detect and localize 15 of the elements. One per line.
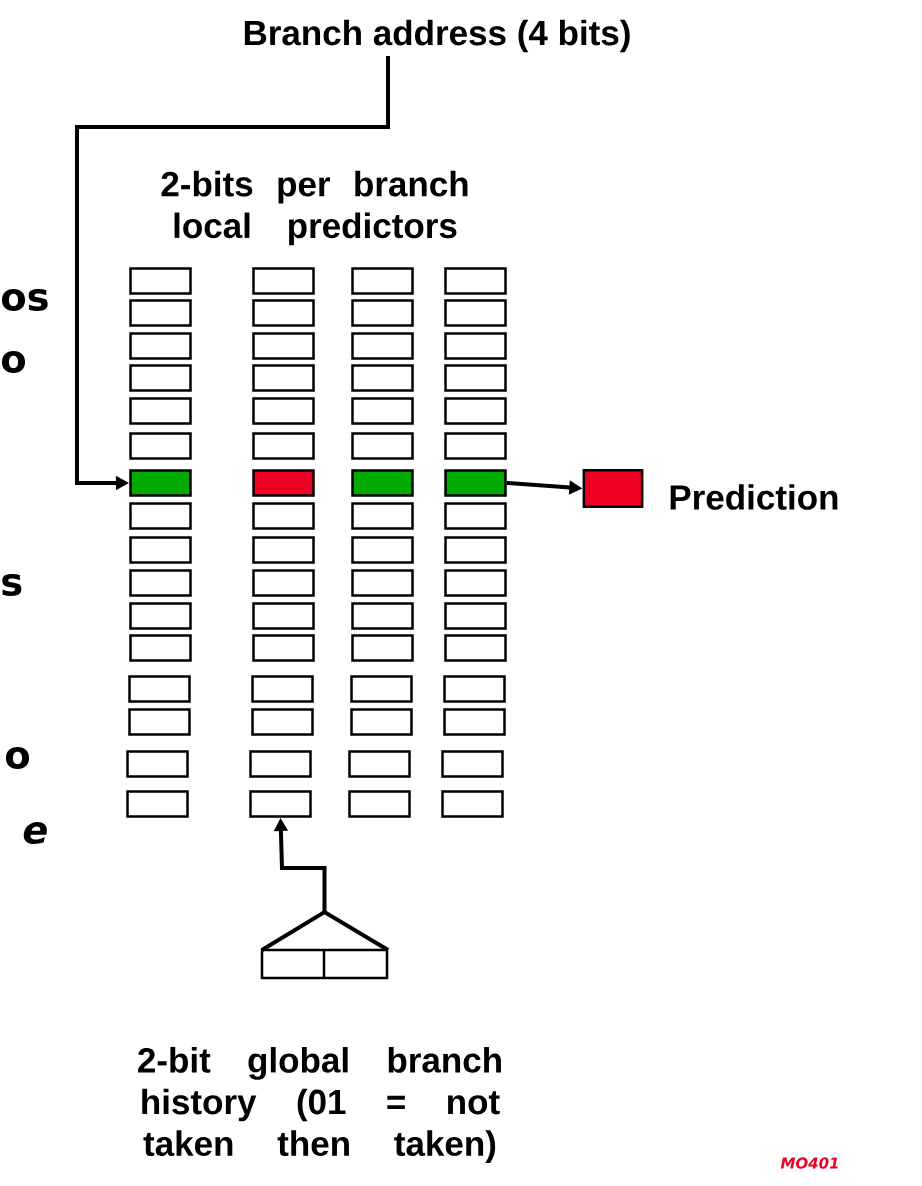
history-register-drawing [260,909,390,980]
heading-text: Branch address (4 bits) [244,19,630,53]
predictor-cell [129,469,192,497]
prediction-label: Prediction [670,484,838,510]
course-code: MO401 [780,1157,838,1169]
subheading-text: 2-bits per branch local predictors [161,170,468,246]
text-fragment: os [2,289,48,311]
text-fragment: e [23,822,47,844]
predictor-cell [249,790,312,818]
text-fragment: s [2,574,22,596]
prediction-box [582,468,644,509]
history-caption: 2-bit global branch history (01 = not taken then taken) [138,1047,501,1163]
text-fragment: o [6,747,30,769]
predictor-cell [444,469,507,497]
text-fragment: o [2,351,26,373]
